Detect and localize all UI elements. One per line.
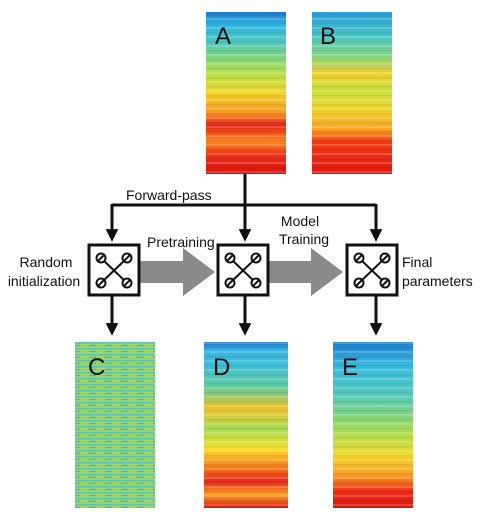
spectrogram-b: B — [312, 12, 392, 174]
model-training-label-line1: Model — [281, 213, 319, 229]
network-box-random — [87, 243, 141, 297]
final-parameters-line2: parameters — [402, 273, 473, 289]
spectrogram-e: E — [333, 342, 413, 508]
spectrogram-c: C — [75, 342, 155, 508]
panel-label-b: B — [320, 23, 336, 50]
final-parameters-line1: Final — [402, 254, 432, 270]
panel-label-d: D — [213, 354, 230, 381]
pretraining-arrow — [140, 248, 215, 296]
pretraining-label: Pretraining — [147, 234, 215, 250]
panel-label-a: A — [215, 23, 231, 50]
model-training-label-line2: Training — [279, 231, 329, 247]
panel-label-c: C — [88, 354, 105, 381]
forward-pass-connectors — [105, 174, 383, 242]
random-label-line1: Random — [20, 254, 73, 270]
panel-label-e: E — [342, 354, 358, 381]
random-label-line2: initialization — [8, 273, 80, 289]
output-arrows — [105, 296, 383, 336]
spectrogram-d: D — [204, 342, 288, 508]
network-box-final — [345, 243, 399, 297]
forward-pass-label: Forward-pass — [126, 187, 212, 203]
spectrogram-a: A — [206, 12, 286, 174]
model-training-arrow — [268, 248, 343, 296]
network-box-pretrained — [216, 243, 270, 297]
